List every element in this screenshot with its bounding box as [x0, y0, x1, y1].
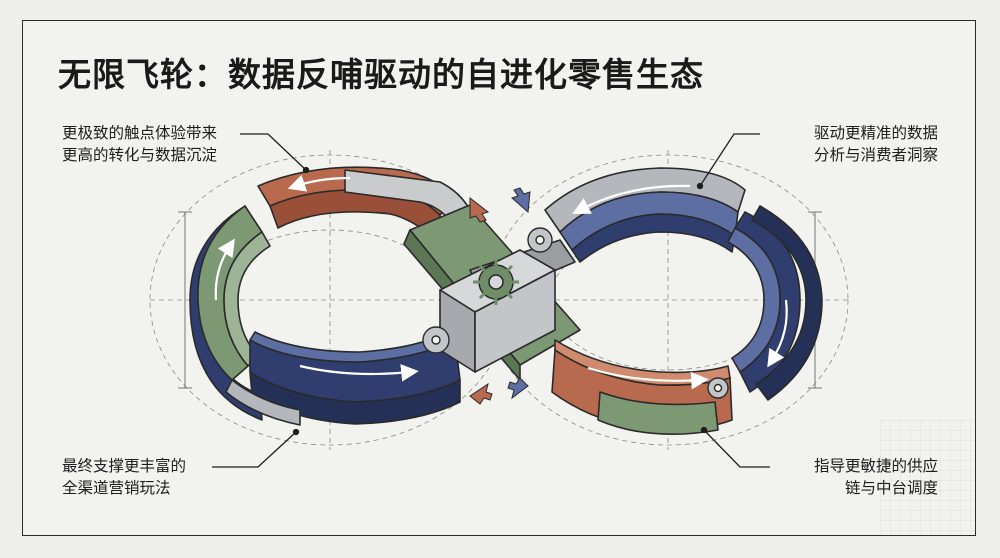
callout-text: 更极致的触点体验带来	[62, 122, 217, 144]
callout-text: 链与中台调度	[814, 477, 938, 499]
page-title: 无限飞轮：数据反哺驱动的自进化零售生态	[58, 48, 704, 96]
callout-text: 驱动更精准的数据	[814, 122, 938, 144]
callout-top-left: 更极致的触点体验带来 更高的转化与数据沉淀	[62, 122, 217, 166]
callout-text: 指导更敏捷的供应	[814, 455, 938, 477]
gear-icon	[528, 228, 552, 252]
callout-text: 全渠道营销玩法	[62, 477, 186, 499]
callout-bottom-right: 指导更敏捷的供应 链与中台调度	[814, 455, 938, 499]
callout-top-right: 驱动更精准的数据 分析与消费者洞察	[814, 122, 938, 166]
callout-text: 分析与消费者洞察	[814, 144, 938, 166]
callout-bottom-left: 最终支撑更丰富的 全渠道营销玩法	[62, 455, 186, 499]
callout-text: 更高的转化与数据沉淀	[62, 144, 217, 166]
callout-text: 最终支撑更丰富的	[62, 455, 186, 477]
gear-icon	[423, 327, 449, 353]
gear-icon	[708, 378, 728, 398]
